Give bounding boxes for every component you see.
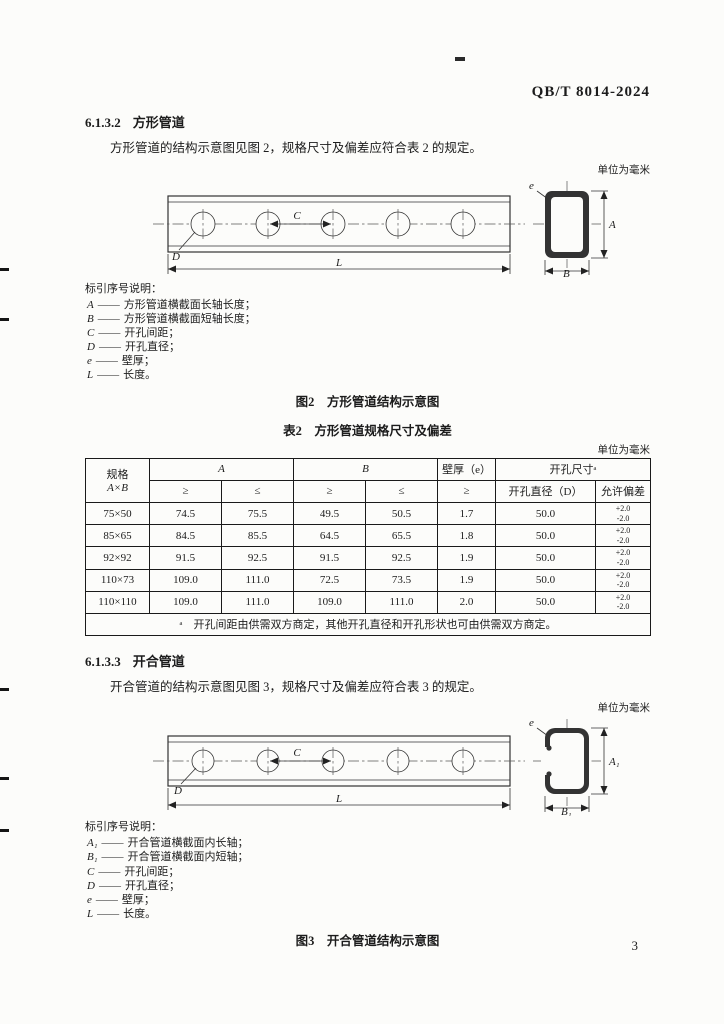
section-number: 6.1.3.3 — [85, 653, 121, 669]
dim-label-C: C — [293, 210, 301, 222]
standard-number: QB/T 8014-2024 — [531, 84, 650, 100]
dim-label-D: D — [173, 785, 182, 797]
section-number: 6.1.3.2 — [85, 115, 121, 130]
legend-title: 标引序号说明： — [85, 821, 162, 834]
registration-mark — [0, 268, 9, 271]
dim-label-e: e — [529, 717, 534, 729]
open-close-duct-drawing: D C L e — [153, 717, 620, 816]
dim-label-L: L — [335, 793, 342, 805]
dim-label-L: L — [335, 257, 342, 269]
legend-item: B₁——开合管道横截面内短轴； — [87, 851, 249, 864]
dim-label-e: e — [529, 180, 534, 192]
legend-item: e——壁厚； — [87, 893, 155, 906]
col-e-min: ≥ — [437, 479, 497, 503]
page-number: 3 — [631, 938, 639, 953]
unit-note: 单位为毫米 — [597, 164, 651, 176]
col-a-min: ≥ — [149, 479, 222, 503]
section-title: 方形管道 — [132, 115, 185, 130]
legend-item: L——长度。 — [87, 368, 157, 381]
section-heading-6132: 6.1.3.2 方形管道 — [85, 112, 650, 131]
legend-item: D——开孔直径； — [87, 340, 180, 353]
dim-label-B1: B₁ — [561, 806, 572, 816]
legend-item: B——方形管道横截面短轴长度； — [87, 312, 256, 325]
col-b-min: ≥ — [293, 479, 367, 503]
legend-fig3: A₁——开合管道横截面内长轴； B₁——开合管道横截面内短轴； C——开孔间距；… — [85, 836, 650, 920]
dim-label-A: A — [608, 219, 616, 231]
registration-mark — [0, 829, 9, 832]
square-duct-drawing: D C L e A — [153, 180, 616, 278]
col-hole-dia: 开孔直径（D） — [495, 479, 597, 503]
section-heading-6133: 6.1.3.3 开合管道 — [85, 651, 650, 670]
figure-2-caption: 图2 方形管道结构示意图 — [295, 394, 440, 409]
legend-item: A——方形管道横截面长轴长度； — [87, 298, 256, 311]
col-a-max: ≤ — [220, 479, 295, 503]
figure-3-caption: 图3 开合管道结构示意图 — [295, 933, 440, 948]
table-2-caption: 表2 方形管道规格尺寸及偏差 — [283, 423, 452, 438]
print-mark — [455, 57, 465, 61]
dim-label-C: C — [293, 747, 301, 759]
dim-label-B: B — [563, 268, 570, 278]
legend-item: C——开孔间距； — [87, 865, 180, 878]
col-holes: 开孔尺寸ᵃ — [495, 457, 652, 481]
legend-item: A₁——开合管道横截面内长轴； — [87, 837, 249, 850]
col-tolerance: 允许偏差 — [595, 479, 652, 503]
unit-note: 单位为毫米 — [597, 444, 651, 456]
col-B: B — [293, 457, 439, 481]
col-b-max: ≤ — [365, 479, 439, 503]
col-wall: 壁厚（e） — [437, 457, 497, 481]
legend-fig2: A——方形管道横截面长轴长度； B——方形管道横截面短轴长度； C——开孔间距；… — [85, 298, 650, 382]
legend-item: e——壁厚； — [87, 354, 155, 367]
legend-item: L——长度。 — [87, 907, 157, 920]
section-title: 开合管道 — [132, 653, 185, 669]
section-paragraph: 方形管道的结构示意图见图 2，规格尺寸及偏差应符合表 2 的规定。 — [110, 141, 482, 155]
table-footnote-row: ᵃ 开孔间距由供需双方商定，其他开孔直径和开孔形状也可由供需双方商定。 — [84, 612, 652, 636]
registration-mark — [0, 318, 9, 321]
legend-title: 标引序号说明： — [85, 282, 162, 295]
dim-label-A1: A₁ — [608, 756, 620, 768]
registration-mark — [0, 688, 9, 691]
col-A: A — [148, 457, 295, 481]
dim-label-D: D — [171, 251, 180, 263]
registration-mark — [0, 777, 9, 780]
figure-3: D C L e — [85, 716, 650, 816]
figure-2: D C L e A — [85, 178, 650, 278]
legend-item: C——开孔间距； — [87, 326, 180, 339]
table-footnote: ᵃ 开孔间距由供需双方商定，其他开孔直径和开孔形状也可由供需双方商定。 — [84, 612, 652, 636]
legend-item: D——开孔直径； — [87, 879, 180, 892]
section-paragraph: 开合管道的结构示意图见图 3，规格尺寸及偏差应符合表 3 的规定。 — [110, 679, 482, 694]
unit-note: 单位为毫米 — [597, 703, 651, 715]
